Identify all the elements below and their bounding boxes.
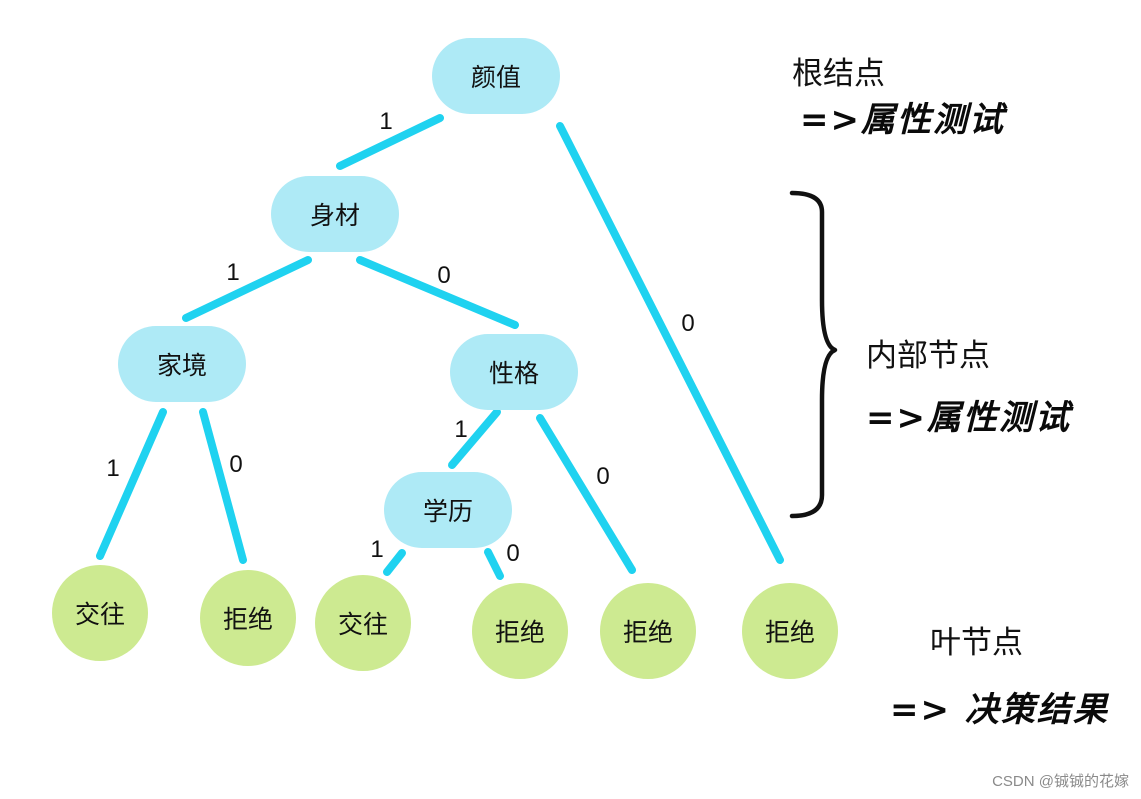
leaf-node-title: 叶节点	[930, 625, 1023, 661]
leaf-node-desc: => 决策结果	[890, 690, 1109, 730]
edge-body-family	[182, 256, 312, 322]
leaf-node: 交往	[52, 565, 148, 661]
edge-family-leaf1	[96, 408, 167, 560]
node-education: 学历	[384, 472, 512, 548]
node-root: 颜值	[432, 38, 560, 114]
edge-label: 0	[506, 540, 520, 567]
edge-label: 1	[454, 416, 468, 443]
internal-node-desc: =>属性测试	[866, 398, 1071, 438]
edge-label: 0	[437, 262, 451, 289]
edge-family-leaf2	[199, 408, 247, 564]
edge-education-leaf4	[484, 548, 504, 580]
leaf-node: 拒绝	[472, 583, 568, 679]
edge-education-leaf3	[383, 549, 406, 576]
node-body: 身材	[271, 176, 399, 252]
edge-body-personality	[356, 256, 519, 329]
watermark: CSDN @铖铖的花嫁	[992, 773, 1129, 790]
root-node-title: 根结点	[792, 56, 885, 92]
node-family: 家境	[118, 326, 246, 402]
edge-label: 1	[226, 259, 240, 286]
leaf-node: 拒绝	[600, 583, 696, 679]
brace-icon	[789, 190, 838, 519]
edge-personality-education	[448, 408, 501, 469]
edge-label: 1	[370, 536, 384, 563]
leaf-node: 交往	[315, 575, 411, 671]
leaf-node: 拒绝	[200, 570, 296, 666]
edge-label: 0	[596, 463, 610, 490]
internal-node-title: 内部节点	[866, 338, 990, 374]
edge-personality-leaf5	[536, 414, 636, 574]
edge-label: 1	[106, 455, 120, 482]
node-personality: 性格	[450, 334, 578, 410]
edge-root-leaf6	[556, 122, 784, 564]
edge-label: 0	[229, 451, 243, 478]
root-node-desc: =>属性测试	[800, 100, 1005, 140]
leaf-node: 拒绝	[742, 583, 838, 679]
edge-root-body	[336, 114, 444, 170]
edge-label: 1	[379, 108, 393, 135]
edge-label: 0	[681, 310, 695, 337]
